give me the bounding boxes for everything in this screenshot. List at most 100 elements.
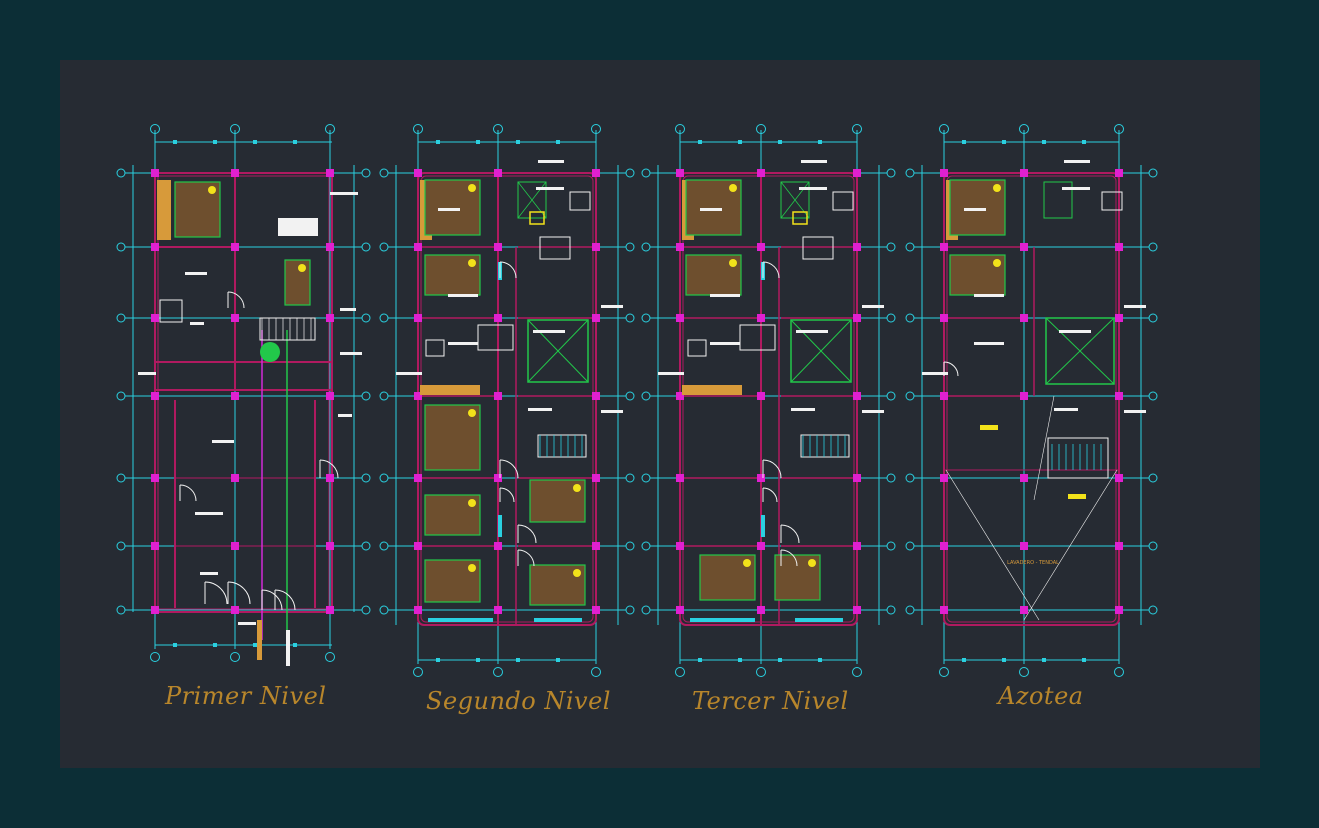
grid-bubble	[641, 391, 651, 401]
structural-column	[676, 243, 684, 251]
marker-yellow	[1068, 494, 1086, 499]
stove	[1101, 191, 1123, 211]
night-lamp	[468, 564, 476, 572]
night-lamp	[993, 184, 1001, 192]
annotation-tag	[791, 408, 815, 411]
dimension-tick	[778, 658, 782, 662]
window	[498, 515, 502, 537]
grid-bubble	[361, 605, 371, 615]
structural-column	[231, 243, 239, 251]
grid-bubble	[886, 541, 896, 551]
annotation-tag	[190, 322, 204, 325]
perimeter-wall-inner	[157, 175, 330, 610]
structural-column	[592, 542, 600, 550]
grid-bubble	[116, 313, 126, 323]
structural-column	[414, 474, 422, 482]
structural-column	[853, 314, 861, 322]
dimension-tick	[476, 140, 480, 144]
structural-column	[414, 392, 422, 400]
night-lamp	[993, 259, 1001, 267]
structural-column	[592, 169, 600, 177]
light-well	[527, 319, 589, 383]
annotation-tag	[974, 342, 1004, 345]
entry-marker	[257, 620, 262, 660]
annotation-tag	[974, 294, 1004, 297]
structural-column	[592, 392, 600, 400]
dimension-tick	[556, 140, 560, 144]
grid-bubble	[625, 313, 635, 323]
roof-slope-line	[1033, 395, 1055, 501]
structural-column	[592, 314, 600, 322]
roof-slope-line	[1023, 469, 1118, 621]
night-lamp	[729, 259, 737, 267]
structural-column	[1020, 606, 1028, 614]
annotation-tag	[448, 294, 478, 297]
structural-column	[757, 314, 765, 322]
grid-bubble	[116, 168, 126, 178]
annotation-tag	[185, 272, 207, 275]
grid-bubble	[379, 242, 389, 252]
dimension-tick	[818, 140, 822, 144]
perimeter-wall-inner	[420, 175, 594, 623]
structural-column	[414, 169, 422, 177]
grid-bubble	[905, 605, 915, 615]
grid-bubble	[230, 652, 240, 662]
structural-column	[676, 314, 684, 322]
grid-bubble	[756, 667, 766, 677]
structural-column	[151, 392, 159, 400]
structural-column	[853, 606, 861, 614]
annotation-tag	[195, 512, 223, 515]
door-swing	[762, 261, 780, 279]
grid-bubble	[625, 473, 635, 483]
grid-bubble	[641, 473, 651, 483]
grid-bubble	[1148, 473, 1158, 483]
dimension-tick	[253, 643, 257, 647]
dimension-tick	[436, 658, 440, 662]
living-table	[477, 324, 514, 351]
living-table	[739, 324, 776, 351]
annotation-tag	[710, 294, 740, 297]
grid-bubble	[641, 313, 651, 323]
grid-bubble	[116, 242, 126, 252]
annotation-tag	[601, 410, 623, 413]
grid-bubble	[1114, 124, 1124, 134]
annotation-tag	[700, 208, 722, 211]
grid-bubble	[1148, 168, 1158, 178]
annotation-tag	[340, 352, 362, 355]
structural-column	[757, 243, 765, 251]
grid-bubble	[1019, 124, 1029, 134]
grid-bubble	[361, 242, 371, 252]
structural-column	[853, 392, 861, 400]
dining-table	[802, 236, 834, 260]
structural-column	[676, 474, 684, 482]
structural-column	[231, 474, 239, 482]
structural-column	[414, 606, 422, 614]
grid-bubble	[675, 124, 685, 134]
structural-column	[592, 243, 600, 251]
structural-column	[1020, 169, 1028, 177]
night-lamp	[573, 484, 581, 492]
night-lamp	[729, 184, 737, 192]
dimension-tick	[778, 140, 782, 144]
dimension-tick	[738, 140, 742, 144]
structural-column	[940, 314, 948, 322]
entry-marker	[286, 630, 290, 666]
structural-column	[940, 243, 948, 251]
shaft	[1043, 181, 1073, 219]
door-swing	[762, 487, 778, 503]
annotation-tag	[536, 187, 564, 190]
dimension-tick	[213, 140, 217, 144]
dimension-tick	[213, 643, 217, 647]
structural-column	[151, 169, 159, 177]
grid-bubble	[756, 124, 766, 134]
dimension-tick	[962, 658, 966, 662]
grid-bubble	[886, 391, 896, 401]
structural-column	[1020, 542, 1028, 550]
grid-bubble	[1148, 313, 1158, 323]
grid-bubble	[379, 313, 389, 323]
annotation-tag	[1062, 187, 1090, 190]
structural-column	[757, 169, 765, 177]
structural-column	[940, 606, 948, 614]
structural-column	[940, 542, 948, 550]
